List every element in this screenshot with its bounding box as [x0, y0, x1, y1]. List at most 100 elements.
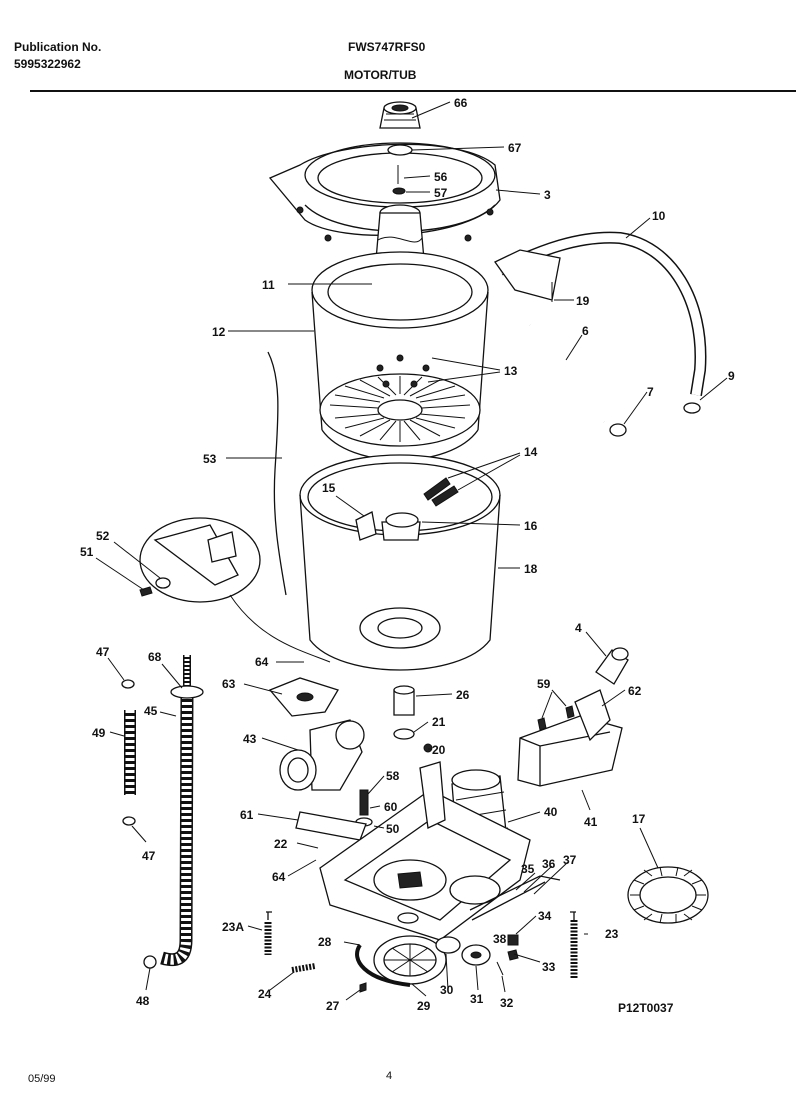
callout-37: 37 — [563, 853, 577, 867]
screw-27-part — [359, 982, 367, 993]
callout-36: 36 — [542, 857, 556, 871]
callout-64b: 64 — [272, 870, 286, 884]
callout-66: 66 — [454, 96, 468, 110]
callout-62: 62 — [628, 684, 642, 698]
callout-19: 19 — [576, 294, 590, 308]
clamp-7-part — [609, 423, 627, 437]
bracket-62-part — [574, 689, 611, 742]
callout-48: 48 — [136, 994, 150, 1008]
tub-ring-part — [268, 142, 501, 242]
callout-12: 12 — [212, 325, 226, 339]
clip-59b-part — [565, 705, 575, 719]
callout-43: 43 — [243, 732, 257, 746]
tub-fittings-part — [355, 477, 459, 541]
agitator-cap-part — [379, 101, 421, 129]
callout-7: 7 — [647, 385, 654, 399]
pump-part — [279, 719, 365, 791]
callout-64a: 64 — [255, 655, 269, 669]
callout-52: 52 — [96, 529, 110, 543]
clip-59a-part — [537, 717, 547, 731]
callout-61: 61 — [240, 808, 254, 822]
callout-11: 11 — [262, 278, 275, 292]
spring-24-part — [291, 963, 316, 973]
cover-41-part — [517, 715, 623, 787]
callout-33: 33 — [542, 960, 556, 974]
clamp-47b-part — [122, 816, 136, 826]
callout-17: 17 — [632, 812, 646, 826]
seal-21-part — [393, 728, 415, 740]
callout-3: 3 — [544, 188, 551, 202]
callout-6: 6 — [582, 324, 589, 338]
rod-36-part — [471, 881, 546, 921]
callout-50: 50 — [386, 822, 400, 836]
strap-61-part — [295, 811, 367, 841]
callout-63: 63 — [222, 677, 236, 691]
callout-30: 30 — [440, 983, 454, 997]
screw-33-part — [507, 949, 519, 961]
callout-31: 31 — [470, 992, 484, 1006]
callout-68: 68 — [148, 650, 162, 664]
callout-34: 34 — [538, 909, 552, 923]
callout-4: 4 — [575, 621, 582, 635]
callout-51: 51 — [80, 545, 94, 559]
callout-41: 41 — [584, 815, 598, 829]
publication-label: Publication No. — [14, 40, 102, 54]
spring-23-part — [570, 911, 578, 978]
model-number: FWS747RFS0 — [348, 40, 426, 54]
callout-45: 45 — [144, 704, 158, 718]
belt-part — [355, 943, 411, 987]
callout-23a: 23A — [222, 920, 244, 934]
pulley-part — [373, 935, 447, 985]
spring-23a-part — [264, 911, 272, 955]
washer-57-part — [392, 187, 406, 195]
hose-collar-68-part — [170, 685, 204, 699]
wash-basket-part — [311, 251, 489, 461]
section-title: MOTOR/TUB — [344, 68, 417, 82]
callout-15: 15 — [322, 481, 336, 495]
callout-47a: 47 — [96, 645, 110, 659]
callout-53: 53 — [203, 452, 217, 466]
callout-57: 57 — [434, 186, 448, 200]
callout-67: 67 — [508, 141, 522, 155]
pulley-30-part — [435, 936, 461, 954]
callout-23: 23 — [605, 927, 619, 941]
footer-date: 05/99 — [28, 1073, 56, 1085]
diagram-code: P12T0037 — [618, 1001, 674, 1015]
leader-lines — [95, 101, 728, 1001]
callout-18: 18 — [524, 562, 538, 576]
callout-28: 28 — [318, 935, 332, 949]
callout-58: 58 — [386, 769, 400, 783]
callout-21: 21 — [432, 715, 446, 729]
callout-27: 27 — [326, 999, 340, 1013]
callout-56: 56 — [434, 170, 448, 184]
callout-14: 14 — [524, 445, 538, 459]
callout-29: 29 — [417, 999, 431, 1013]
callout-labels: 66 67 56 57 3 10 11 19 12 6 13 9 7 53 14… — [80, 96, 735, 1015]
callout-10: 10 — [652, 209, 666, 223]
callout-32: 32 — [500, 996, 514, 1010]
callout-49: 49 — [92, 726, 106, 740]
clamp-9-part — [683, 402, 701, 414]
outer-tub-part — [299, 454, 501, 671]
pressure-hose-part — [267, 351, 287, 596]
pin-32-part — [496, 961, 504, 976]
callout-20: 20 — [432, 743, 446, 757]
clip-34-part — [507, 934, 519, 946]
part-4 — [595, 647, 629, 685]
callout-40: 40 — [544, 805, 558, 819]
bolt-20-part — [423, 743, 433, 753]
seal-67-part — [387, 144, 413, 156]
clamp-48-part — [143, 955, 157, 969]
callout-16: 16 — [524, 519, 538, 533]
callout-47b: 47 — [142, 849, 156, 863]
callout-60: 60 — [384, 800, 398, 814]
rod-35-part — [469, 875, 561, 911]
callout-59: 59 — [537, 677, 551, 691]
detail-inset — [139, 517, 331, 663]
callout-9: 9 — [728, 369, 735, 383]
publication-number: 5995322962 — [14, 57, 81, 71]
page-number: 4 — [386, 1070, 393, 1082]
callout-26: 26 — [456, 688, 470, 702]
tub-cover-17-part — [627, 866, 709, 924]
